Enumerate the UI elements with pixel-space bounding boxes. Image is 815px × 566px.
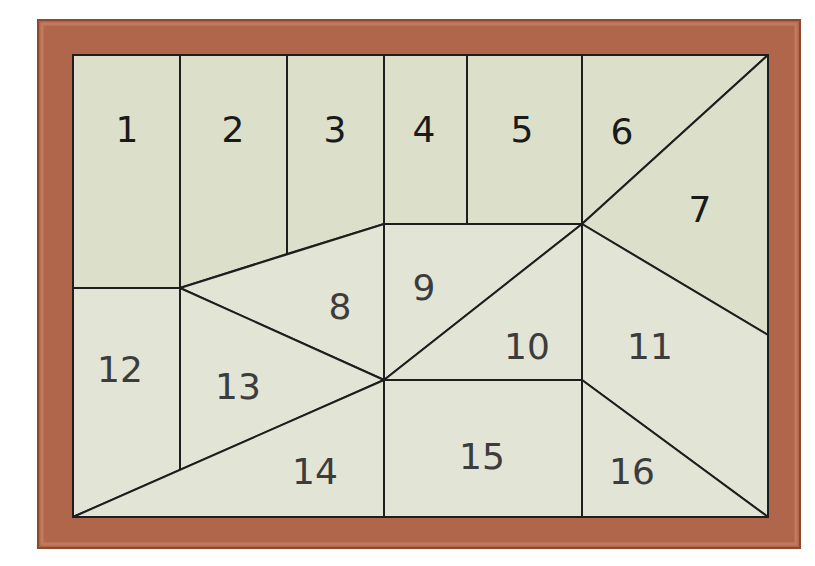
piece-number: 13 — [215, 369, 261, 405]
piece-shape — [582, 224, 768, 517]
piece-shape — [384, 224, 582, 380]
piece-number: 7 — [689, 192, 712, 228]
puzzle-piece: 3 — [287, 55, 384, 254]
piece-number: 5 — [511, 112, 534, 148]
piece-number: 14 — [292, 454, 338, 490]
puzzle-piece: 1 — [73, 55, 180, 288]
piece-shape — [384, 55, 467, 224]
piece-number: 4 — [413, 112, 436, 148]
piece-number: 8 — [329, 289, 352, 325]
puzzle-piece: 2 — [180, 55, 287, 288]
piece-number: 9 — [413, 270, 436, 306]
piece-number: 15 — [459, 439, 505, 475]
puzzle-piece: 5 — [467, 55, 582, 224]
piece-shape — [287, 55, 384, 254]
piece-number: 3 — [324, 112, 347, 148]
puzzle-piece: 15 — [384, 380, 582, 517]
piece-number: 1 — [116, 112, 139, 148]
piece-number: 2 — [222, 112, 245, 148]
piece-number: 6 — [611, 114, 634, 150]
puzzle-piece: 16 — [582, 380, 768, 517]
piece-outline — [180, 55, 287, 288]
piece-number: 10 — [504, 329, 550, 365]
piece-outline — [287, 55, 384, 254]
piece-shape — [384, 380, 582, 517]
piece-outline — [582, 380, 768, 517]
piece-shape — [73, 55, 180, 288]
puzzle-piece: 4 — [384, 55, 467, 224]
piece-number: 16 — [609, 454, 655, 490]
piece-outline — [73, 55, 180, 288]
piece-shape — [180, 55, 287, 288]
piece-shape — [384, 224, 582, 380]
piece-shape — [467, 55, 582, 224]
piece-number: 12 — [97, 352, 143, 388]
piece-shape — [582, 380, 768, 517]
piece-shape — [73, 380, 384, 517]
piece-number: 11 — [627, 329, 673, 365]
